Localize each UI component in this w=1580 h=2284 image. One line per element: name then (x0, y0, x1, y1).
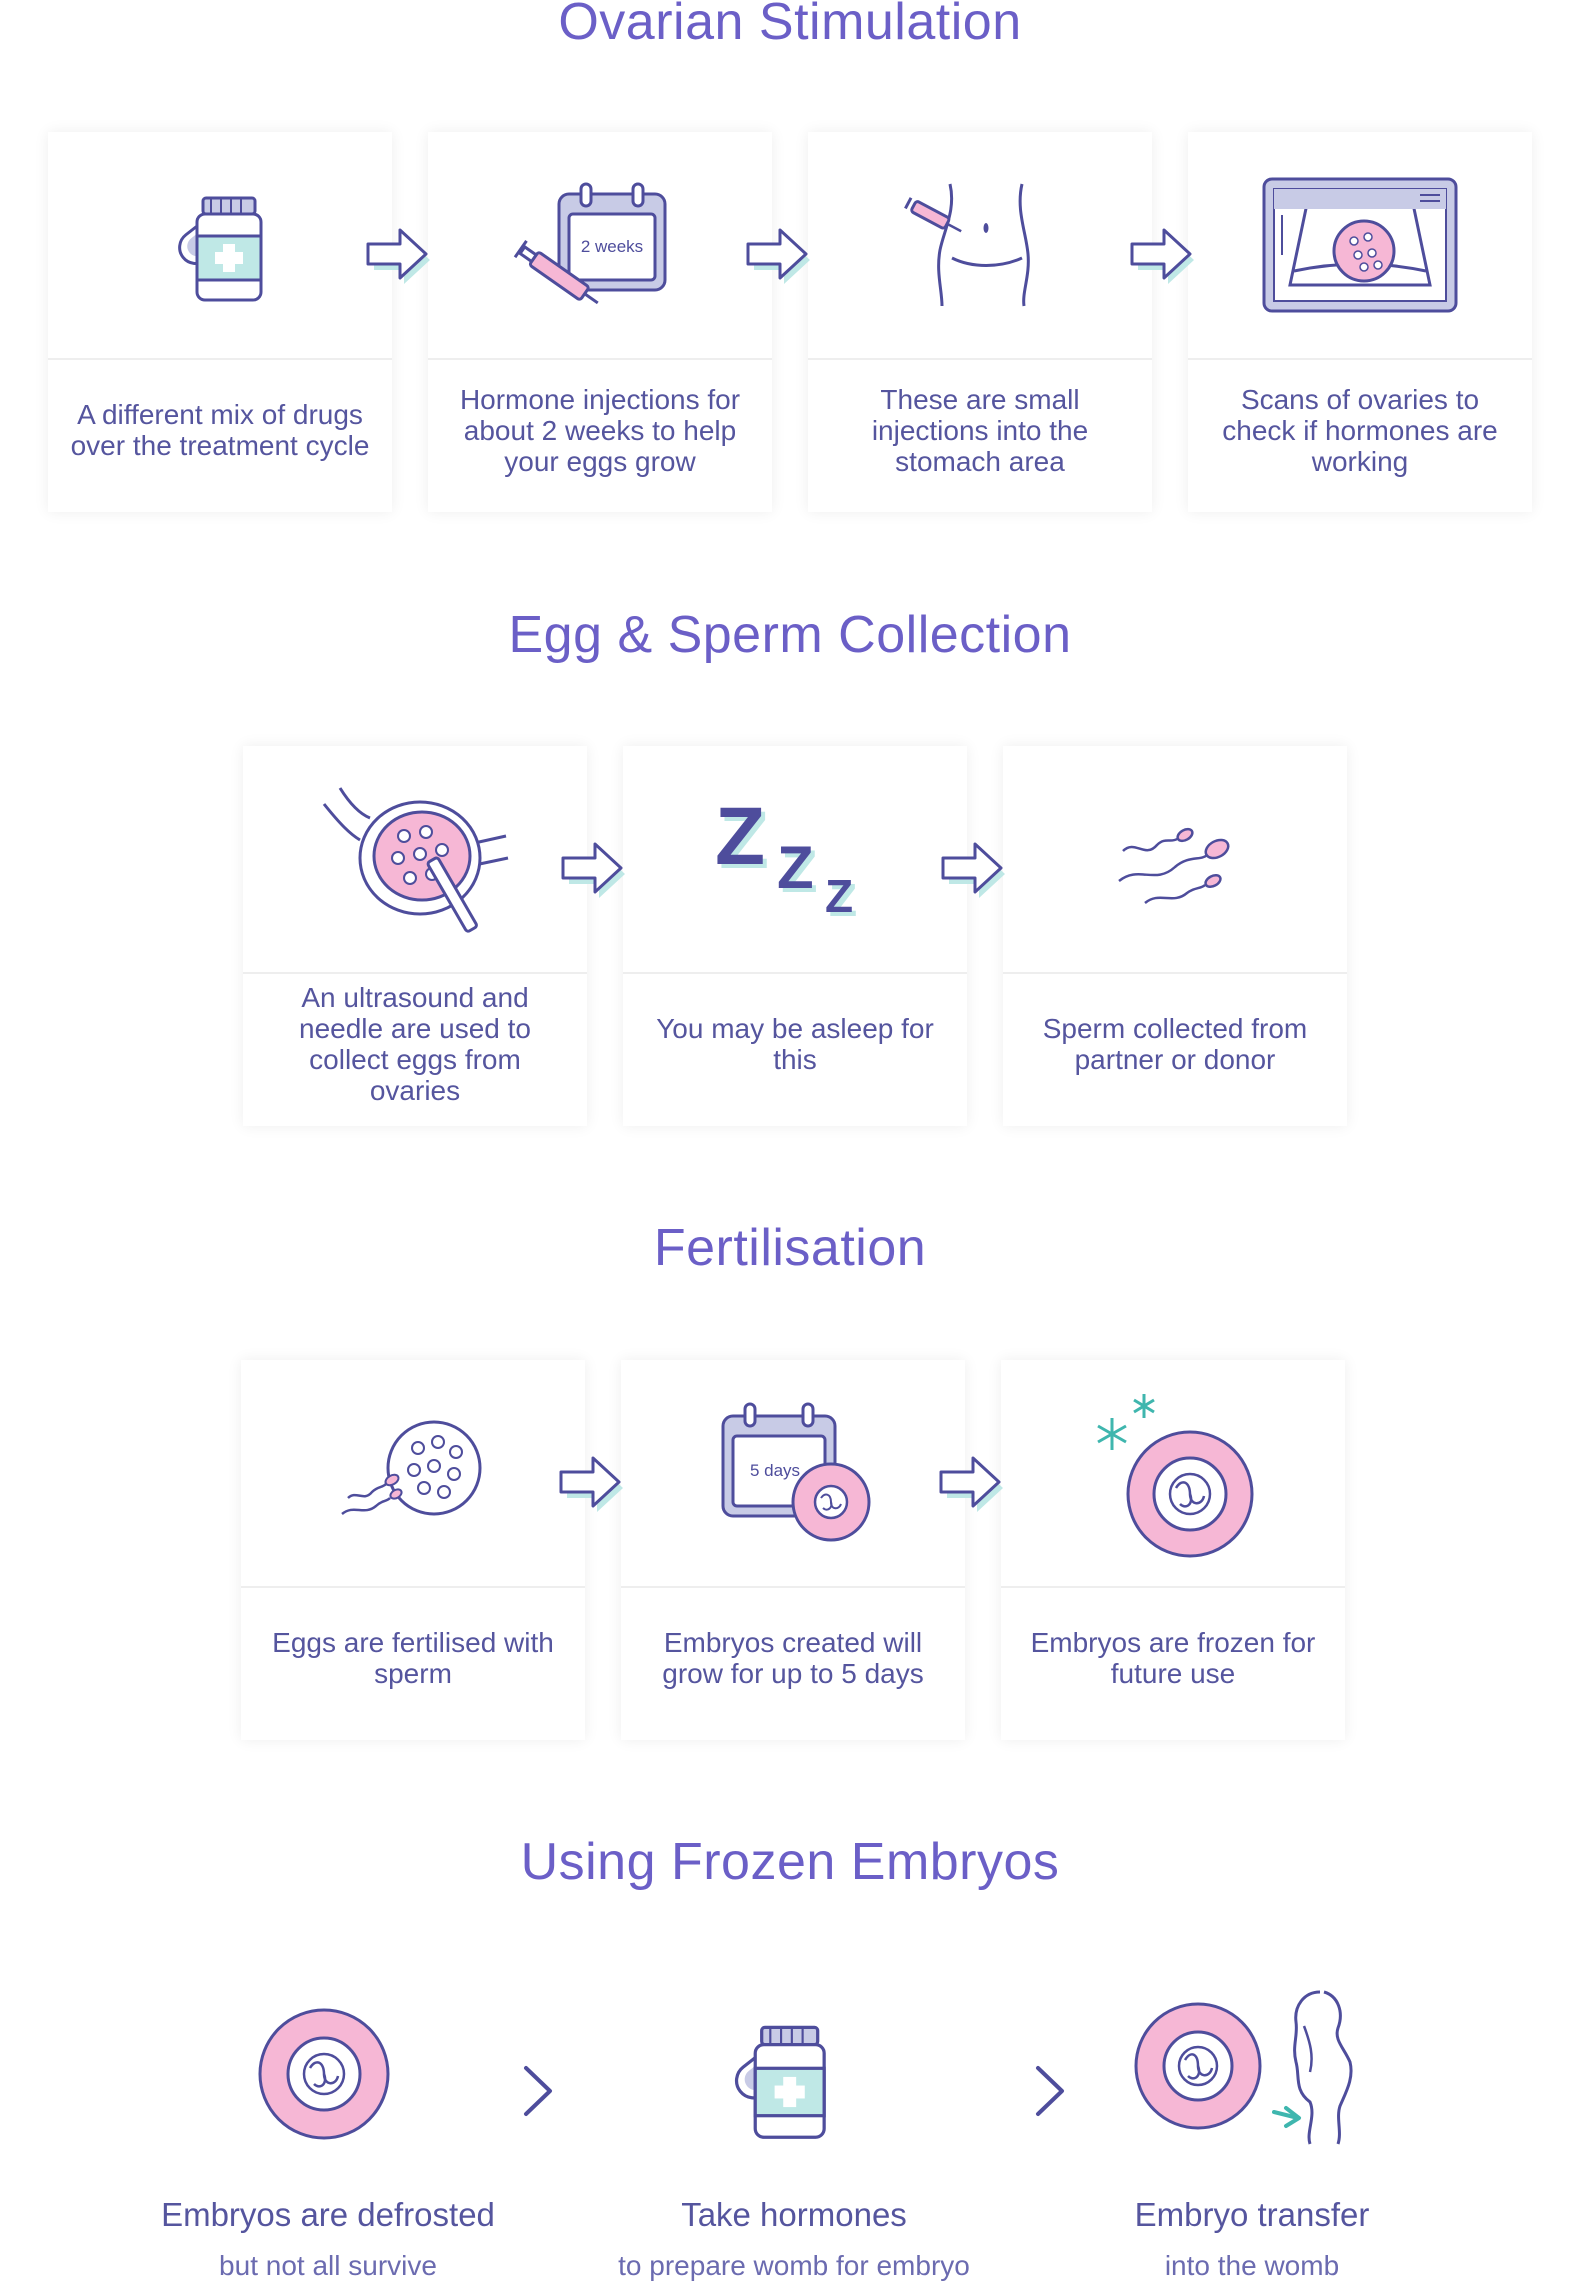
embryo-transfer-icon (1134, 1990, 1353, 2145)
card-text: Hormone injections for about 2 weeks to … (459, 383, 741, 477)
card-drug-mix: A different mix of drugs over the treatm… (48, 132, 392, 512)
svg-text:Z: Z (719, 795, 769, 886)
arrow-right-icon (561, 842, 625, 898)
chevron-right-icon (524, 2066, 552, 2116)
card-embryos-grow: 5 days Embryos created will grow for up … (621, 1360, 965, 1740)
card-hormone-injections: 2 weeks Hormone injections for about 2 w… (428, 132, 772, 512)
stomach-injection-icon (904, 183, 1030, 307)
card-icon-area (48, 132, 392, 360)
calendar-embryo-icon: 5 days (721, 1402, 871, 1542)
snowflake-icon (1097, 1394, 1155, 1450)
arrow-right-icon (746, 228, 810, 284)
stage-title: Embryo transfer (1134, 2196, 1370, 2233)
card-icon-area (241, 1360, 585, 1588)
section-title-using-frozen-embryos: Using Frozen Embryos (520, 1833, 1060, 1891)
svg-text:5 days: 5 days (750, 1461, 800, 1480)
card-icon-area (1003, 746, 1347, 974)
card-icon-area (808, 132, 1152, 360)
arrow-right-icon (559, 1456, 623, 1512)
card-icon-area: 2 weeks (428, 132, 772, 360)
arrow-right-icon (941, 842, 1005, 898)
card-sperm-collected: Sperm collected from partner or donor (1003, 746, 1347, 1126)
frozen-embryo-icon (1097, 1394, 1254, 1558)
medicine-bottle-icon (734, 2025, 826, 2139)
card-embryos-frozen: Embryos are frozen for future use (1001, 1360, 1345, 1740)
card-egg-collection: An ultrasound and needle are used to col… (243, 746, 587, 1126)
sperm-icon (1118, 827, 1230, 905)
card-text: Embryos are frozen for future use (1030, 1627, 1316, 1689)
card-icon-area (1001, 1360, 1345, 1588)
card-stomach-injections: These are small injections into the stom… (808, 132, 1152, 512)
stage-subtitle: to prepare womb for embryo (618, 2250, 970, 2281)
svg-text:Z: Z (781, 838, 818, 905)
section-title-ovarian-stimulation: Ovarian Stimulation (558, 0, 1022, 51)
calendar-syringe-icon: 2 weeks (513, 182, 667, 305)
card-text: These are small injections into the stom… (871, 383, 1089, 477)
svg-text:Z: Z (825, 870, 853, 922)
card-asleep: Z Z Z Z Z Z You may be asleep for this (623, 746, 967, 1126)
card-icon-area: Z Z Z Z Z Z (623, 746, 967, 974)
stage-title: Embryos are defrosted (161, 2196, 495, 2233)
embryo-icon (258, 2008, 390, 2140)
card-icon-area: 5 days (621, 1360, 965, 1588)
card-ovary-scans: Scans of ovaries to check if hormones ar… (1188, 132, 1532, 512)
card-text: Embryos created will grow for up to 5 da… (662, 1627, 924, 1689)
medicine-bottle-icon (178, 196, 263, 302)
card-text: Eggs are fertilised with sperm (272, 1627, 554, 1689)
arrow-right-icon (1130, 228, 1194, 284)
arrow-right-icon (939, 1456, 1003, 1512)
sleep-zzz-icon: Z Z Z Z Z Z (715, 791, 857, 926)
egg-sperm-icon (341, 1420, 482, 1516)
section-title-fertilisation: Fertilisation (653, 1219, 927, 1277)
svg-text:2 weeks: 2 weeks (581, 237, 643, 256)
card-eggs-fertilised: Eggs are fertilised with sperm (241, 1360, 585, 1740)
card-text: Scans of ovaries to check if hormones ar… (1222, 383, 1498, 477)
card-text: You may be asleep for this (656, 1013, 934, 1075)
svg-text:Z: Z (777, 834, 814, 901)
stage-subtitle: but not all survive (219, 2250, 437, 2281)
stage-title: Take hormones (681, 2196, 907, 2233)
card-text: Sperm collected from partner or donor (1042, 1013, 1308, 1075)
card-icon-area (1188, 132, 1532, 360)
ultrasound-monitor-icon (1262, 177, 1458, 313)
card-icon-area (243, 746, 587, 974)
ovary-needle-icon (322, 787, 509, 933)
stage-subtitle: into the womb (1164, 2250, 1340, 2281)
card-text: An ultrasound and needle are used to col… (299, 982, 531, 1106)
chevron-right-icon (1036, 2066, 1064, 2116)
arrow-right-icon (366, 228, 430, 284)
svg-text:Z: Z (715, 791, 765, 882)
section-title-egg-sperm-collection: Egg & Sperm Collection (508, 606, 1072, 664)
card-text: A different mix of drugs over the treatm… (70, 399, 370, 461)
svg-text:Z: Z (829, 874, 857, 926)
